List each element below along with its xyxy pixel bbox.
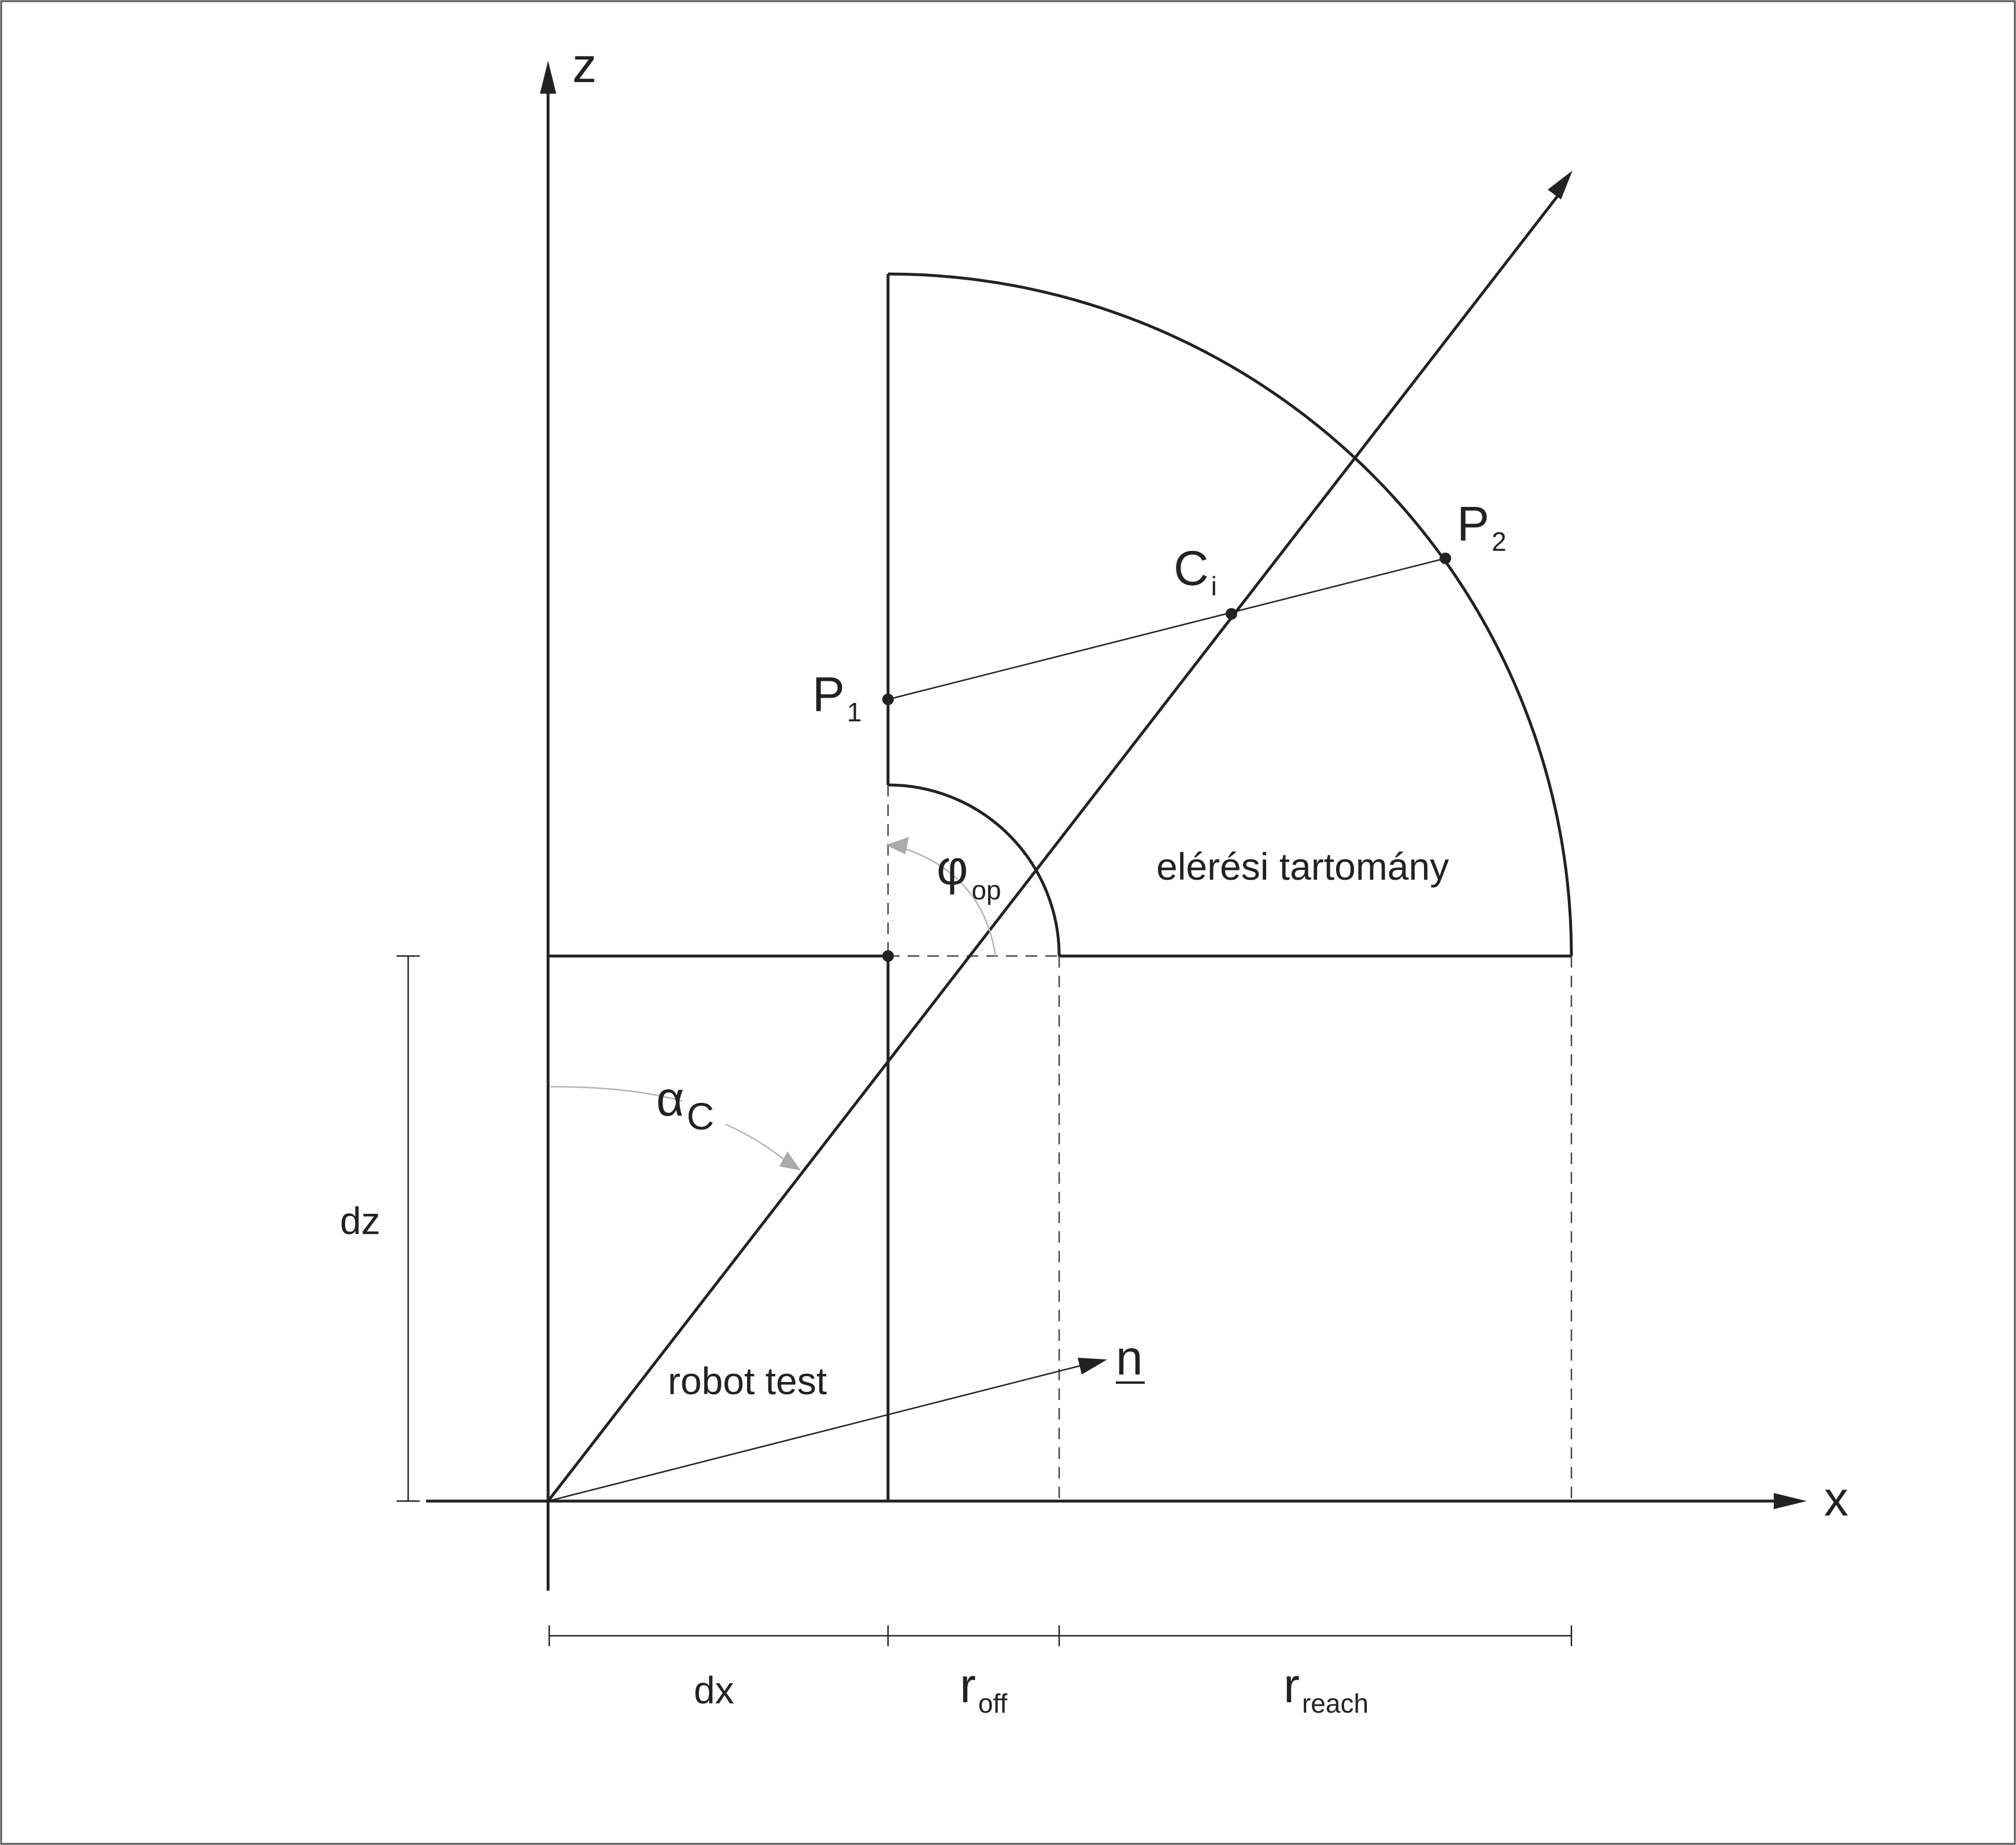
point-ci <box>1226 608 1237 620</box>
alpha-angle-arc-tail <box>725 1123 784 1159</box>
normal-vector-line <box>548 1365 1081 1502</box>
label-ci: Ci <box>1174 541 1217 601</box>
label-p2: P2 <box>1457 497 1507 557</box>
label-p1-sub: 1 <box>847 697 862 727</box>
label-r-off: roff <box>960 1658 1008 1718</box>
point-center <box>882 950 894 962</box>
chord-p1-p2 <box>887 557 1446 701</box>
x-axis-label: x <box>1824 1472 1848 1526</box>
label-normal-vector: n <box>1116 1331 1143 1385</box>
label-phi-sub: op <box>971 875 1001 905</box>
point-p2 <box>1440 553 1451 564</box>
label-r-reach-main: r <box>1283 1658 1300 1713</box>
label-ci-sub: i <box>1211 571 1217 601</box>
alpha-angle-arrowhead <box>779 1151 801 1170</box>
direction-line-arrowhead <box>1548 171 1573 199</box>
normal-vector-arrowhead <box>1078 1358 1107 1375</box>
label-r-off-main: r <box>960 1658 976 1713</box>
label-reach-region: elérési tartomány <box>1156 845 1449 888</box>
label-alpha: αC <box>656 1072 714 1138</box>
x-axis-arrowhead <box>1774 1493 1807 1509</box>
label-p1-main: P <box>812 667 845 721</box>
label-dz: dz <box>340 1199 380 1242</box>
phi-angle-arrowhead <box>886 837 909 854</box>
reach-region-inner-arc <box>887 783 1061 957</box>
z-axis-arrowhead <box>540 61 556 94</box>
label-alpha-sub: C <box>687 1095 715 1138</box>
z-axis-label: z <box>572 38 597 92</box>
label-robot-body: robot test <box>668 1359 827 1402</box>
alpha-angle-arc <box>550 1085 683 1102</box>
label-p1: P1 <box>812 667 862 727</box>
label-phi-main: φ <box>937 840 968 895</box>
label-alpha-main: α <box>656 1072 685 1126</box>
label-r-reach-sub: reach <box>1302 1688 1368 1718</box>
label-r-off-sub: off <box>978 1688 1008 1718</box>
direction-line <box>547 194 1559 1502</box>
label-p2-sub: 2 <box>1492 527 1507 557</box>
label-r-reach: rreach <box>1283 1658 1368 1718</box>
reach-region-outer-arc <box>887 272 1573 957</box>
label-p2-main: P <box>1457 497 1489 551</box>
phi-angle-arc <box>898 846 997 957</box>
label-dx: dx <box>694 1669 734 1711</box>
label-ci-main: C <box>1174 541 1209 595</box>
point-p1 <box>882 694 894 705</box>
